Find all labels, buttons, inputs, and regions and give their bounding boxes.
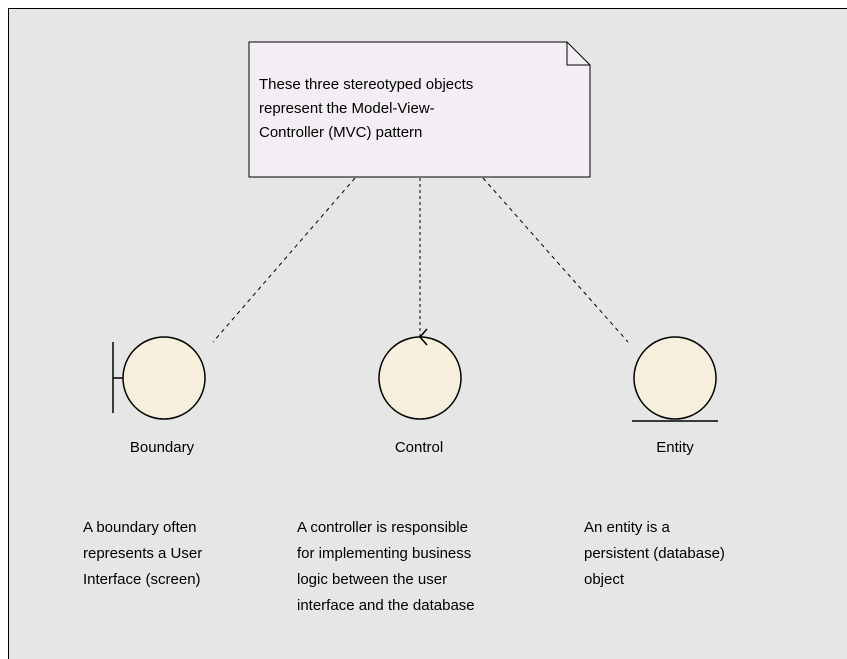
boundary-description-line: Interface (screen) bbox=[83, 571, 201, 588]
boundary-description-line: A boundary often bbox=[83, 519, 196, 536]
boundary-object[interactable]: Boundary bbox=[112, 336, 206, 456]
boundary-description: A boundary often represents a User Inter… bbox=[83, 519, 202, 588]
control-label: Control bbox=[395, 439, 443, 456]
entity-object[interactable]: Entity bbox=[632, 336, 718, 456]
control-object[interactable]: Control bbox=[378, 328, 462, 456]
entity-description: An entity is a persistent (database) obj… bbox=[584, 519, 725, 588]
entity-connector bbox=[482, 177, 629, 343]
boundary-icon bbox=[112, 336, 206, 420]
note-line-1: These three stereotyped objects bbox=[259, 76, 473, 93]
note-shape bbox=[248, 41, 591, 178]
control-description: A controller is responsible for implemen… bbox=[297, 519, 475, 614]
boundary-description-line: represents a User bbox=[83, 545, 202, 562]
control-description-line: interface and the database bbox=[297, 597, 475, 614]
control-description-line: A controller is responsible bbox=[297, 519, 468, 536]
control-icon bbox=[378, 328, 462, 420]
entity-icon bbox=[632, 336, 718, 422]
control-description-line: logic between the user bbox=[297, 571, 447, 588]
entity-description-line: An entity is a bbox=[584, 519, 671, 536]
entity-description-line: persistent (database) bbox=[584, 545, 725, 562]
entity-label: Entity bbox=[656, 439, 694, 456]
note-fold-corner bbox=[566, 42, 590, 66]
control-description-line: for implementing business bbox=[297, 545, 471, 562]
boundary-label: Boundary bbox=[130, 439, 195, 456]
note-line-3: Controller (MVC) pattern bbox=[259, 124, 422, 141]
boundary-connector bbox=[212, 177, 356, 343]
note-line-2: represent the Model-View- bbox=[259, 100, 435, 117]
mvc-note[interactable]: These three stereotyped objects represen… bbox=[248, 41, 591, 178]
entity-description-line: object bbox=[584, 571, 625, 588]
